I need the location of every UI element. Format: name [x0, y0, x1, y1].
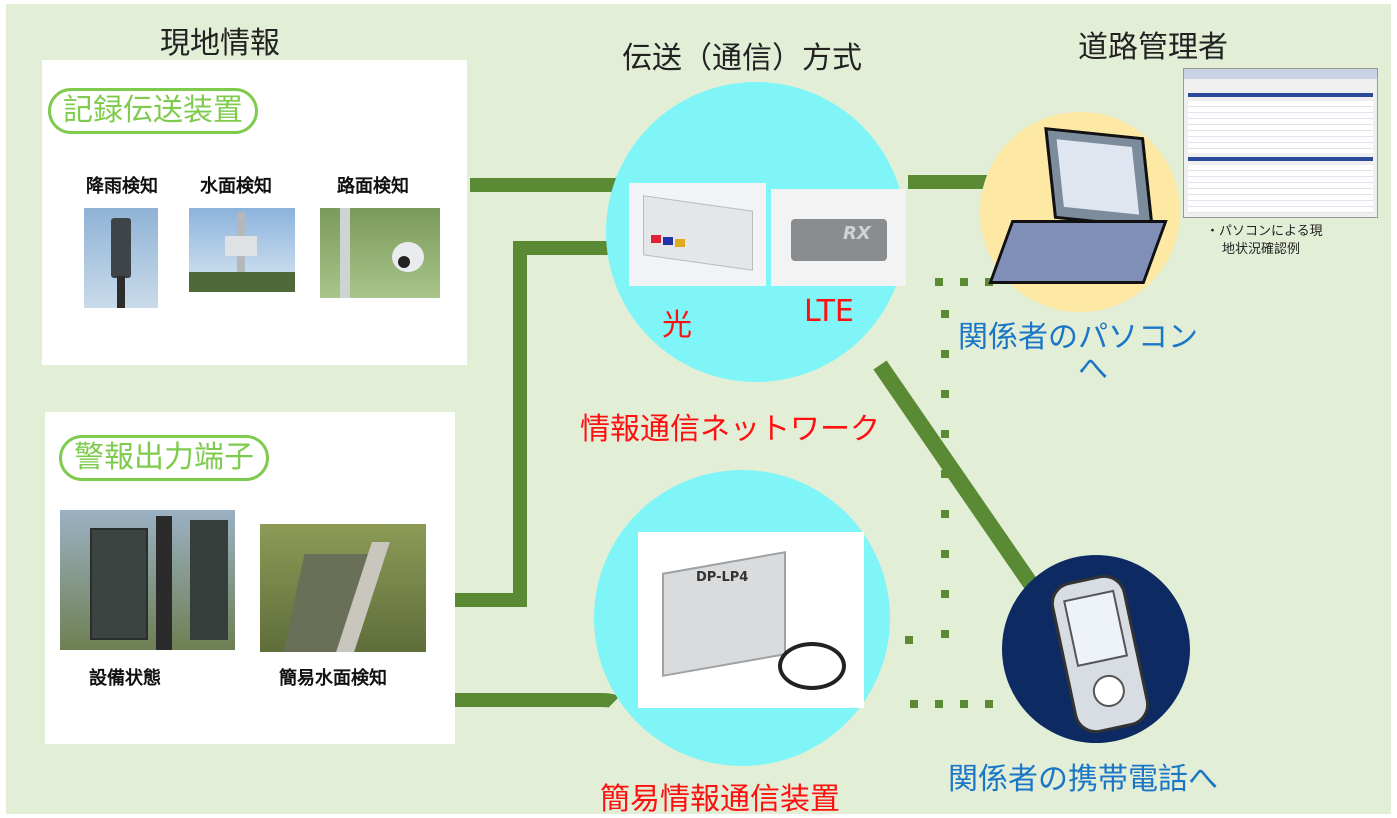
lte-device-photo: RX	[771, 189, 906, 286]
heading-transmission: 伝送（通信）方式	[622, 41, 862, 76]
simple-device-circle: DP-LP4	[594, 470, 890, 766]
equipment-photo	[60, 510, 235, 650]
sensor-label-rain: 降雨検知	[86, 176, 158, 197]
label-simple-water-detect: 簡易水面検知	[279, 668, 387, 689]
record-unit-title: 記録伝送装置	[48, 88, 258, 134]
pc-circle	[980, 112, 1180, 312]
to-pc-label-line2: へ	[1078, 352, 1108, 387]
laptop-icon	[1044, 127, 1154, 229]
to-phone-label: 関係者の携帯電話へ	[948, 762, 1218, 797]
network-label: 情報通信ネットワーク	[580, 412, 880, 447]
label-equipment-status: 設備状態	[89, 668, 161, 689]
optical-device-photo	[629, 183, 766, 286]
network-circle: RX 光 LTE	[606, 82, 906, 382]
pc-caption-line2: 地状況確認例	[1222, 242, 1301, 257]
alarm-terminal-title: 警報出力端子	[59, 435, 269, 481]
lte-device-badge: RX	[843, 223, 871, 244]
pc-caption-line1: ・パソコンによる現	[1206, 224, 1323, 239]
canal-photo	[260, 524, 426, 652]
alarm-terminal-panel: 警報出力端子 設備状態 簡易水面検知	[45, 412, 455, 744]
sensor-label-water: 水面検知	[200, 176, 272, 197]
sensor-label-road: 路面検知	[337, 176, 409, 197]
to-pc-label-line1: 関係者のパソコン	[958, 320, 1198, 355]
road-sensor-photo	[320, 208, 440, 298]
lte-label: LTE	[804, 294, 854, 329]
connector-alarm-to-network	[455, 241, 622, 607]
simple-device-photo: DP-LP4	[638, 532, 864, 708]
heading-site-info: 現地情報	[160, 26, 280, 61]
simple-device-model: DP-LP4	[696, 570, 749, 585]
phone-circle	[1002, 555, 1190, 743]
rain-sensor-photo	[84, 208, 158, 308]
pc-screen-thumbnail	[1183, 68, 1378, 218]
simple-device-label: 簡易情報通信装置	[600, 782, 840, 817]
mobile-phone-icon	[1046, 570, 1154, 738]
heading-road-admin: 道路管理者	[1078, 30, 1228, 65]
connector-alarm-to-simple-device	[455, 693, 619, 708]
water-sensor-photo	[189, 208, 295, 292]
connector-network-to-phone	[873, 360, 1042, 595]
keyboard-icon	[988, 220, 1168, 284]
optical-label: 光	[662, 308, 692, 343]
record-unit-panel: 記録伝送装置 降雨検知 水面検知 路面検知	[42, 60, 467, 365]
